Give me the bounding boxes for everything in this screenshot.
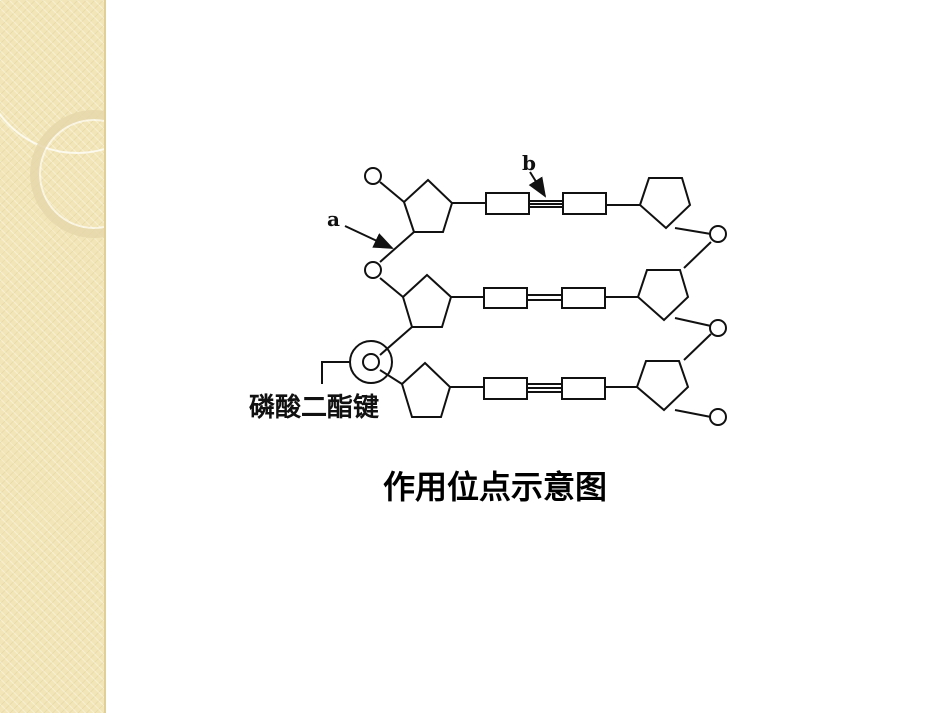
sugar-pentagon (400, 361, 452, 418)
base-rect (483, 377, 528, 400)
base-rect (485, 192, 530, 215)
backbone-bond (683, 241, 712, 269)
arrow-b (528, 171, 547, 198)
backbone-bond (683, 333, 712, 361)
label-a: a (327, 207, 340, 231)
sugar-pentagon (635, 360, 690, 412)
backbone-bond (379, 181, 405, 203)
sugar-pentagon (638, 177, 692, 230)
phosphate-circle (709, 225, 727, 243)
phosphate-circle (709, 408, 727, 426)
backbone-bond (674, 409, 712, 418)
phosphate-circle (364, 167, 382, 185)
label-b: b (522, 151, 536, 175)
decorative-side-panel (0, 0, 106, 713)
phosphate-circle (362, 353, 380, 371)
phosphodiester-bond-label: 磷酸二酯键 (249, 392, 379, 423)
backbone-bond (379, 369, 403, 385)
sugar-pentagon (636, 269, 690, 322)
backbone-bond (674, 317, 712, 327)
arrow-a (344, 225, 394, 249)
phosphate-circle (709, 319, 727, 337)
backbone-bond (379, 326, 413, 356)
sugar-pentagon (401, 273, 453, 328)
backbone-bond (674, 227, 712, 235)
base-rect (483, 287, 528, 309)
callout-line (321, 361, 350, 384)
sugar-pentagon (402, 178, 454, 233)
backbone-bond (379, 277, 404, 298)
base-rect (562, 192, 607, 215)
phosphate-circle (364, 261, 382, 279)
backbone-bond (379, 231, 415, 263)
base-rect (561, 287, 606, 309)
base-rect (561, 377, 606, 400)
diagram-caption: 作用位点示意图 (382, 468, 607, 506)
